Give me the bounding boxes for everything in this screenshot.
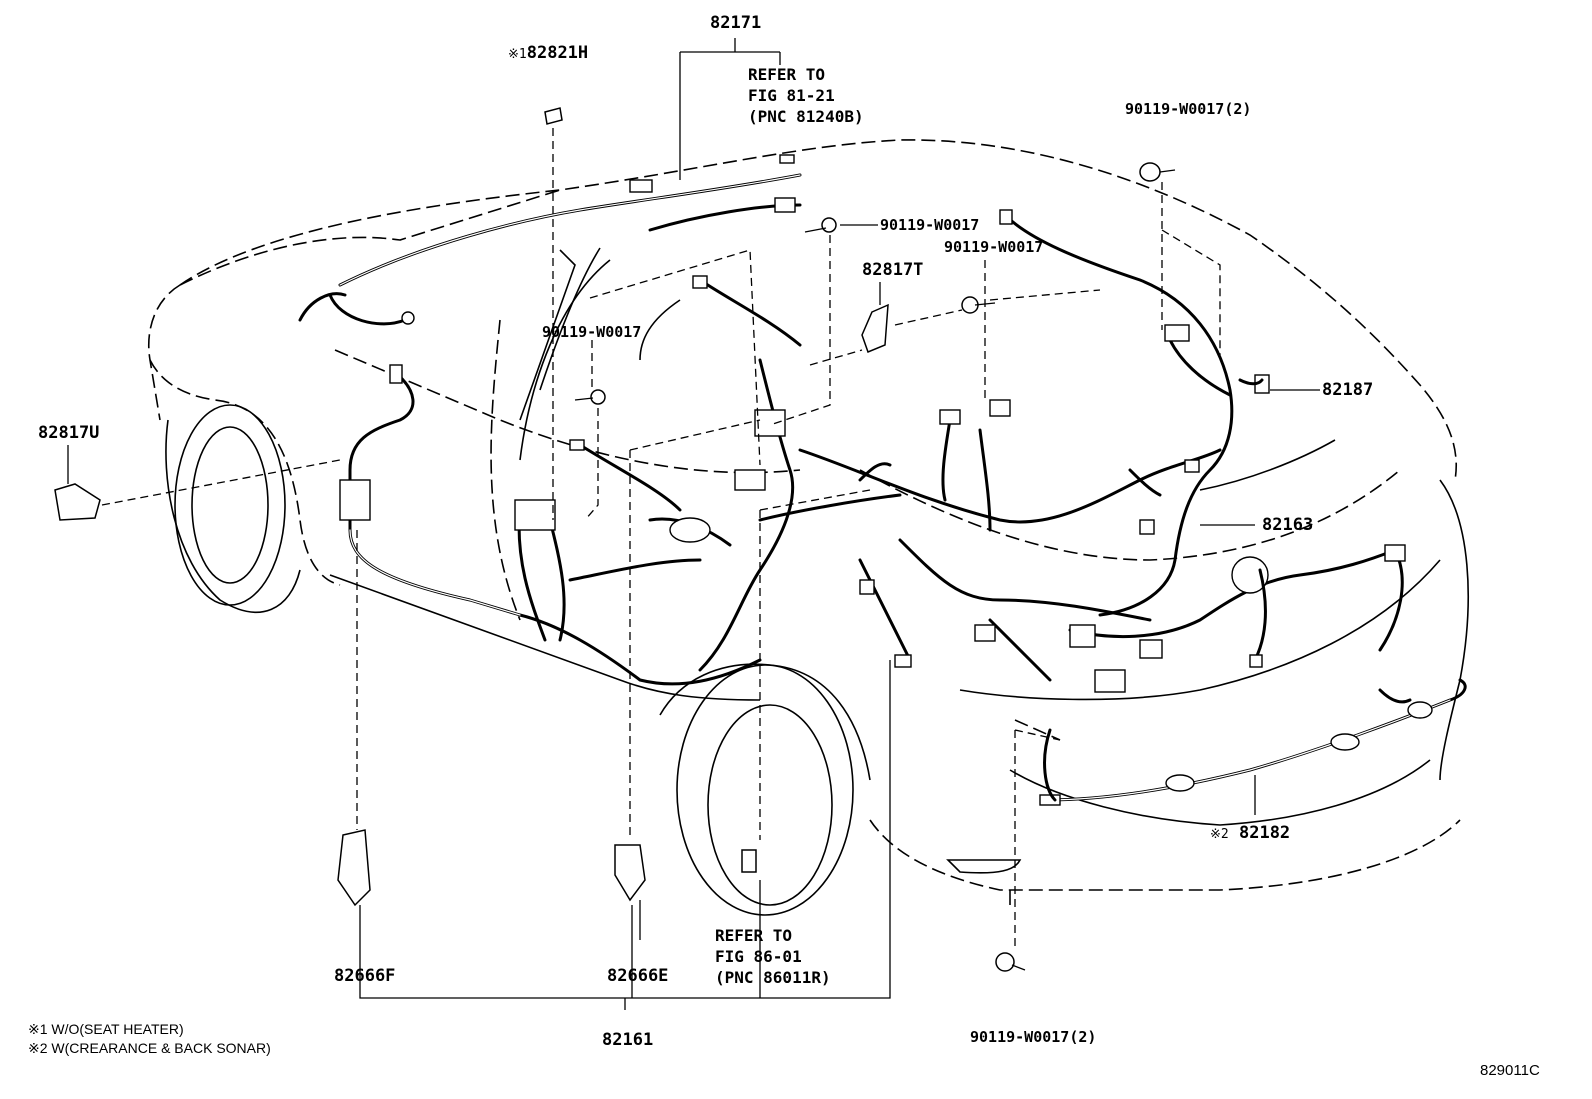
part-label-82171: 82171 bbox=[710, 13, 762, 33]
part-label-90119-w0017-2-bottom: 90119-W0017(2) bbox=[970, 1028, 1097, 1046]
part-number-82821H: 82821H bbox=[526, 43, 589, 63]
part-label-90119-w0017-a: 90119-W0017 bbox=[880, 216, 980, 234]
floor-harness bbox=[298, 275, 902, 686]
refer-to-fig-81-21: REFER TO FIG 81-21 (PNC 81240B) bbox=[748, 65, 864, 126]
part-label-82163: 82163 bbox=[1262, 515, 1314, 535]
part-label-82817U: 82817U bbox=[38, 423, 100, 443]
sonar-harness bbox=[1039, 678, 1467, 806]
roof-harness bbox=[338, 154, 802, 287]
vehicle-body-outline bbox=[148, 139, 1469, 916]
part-label-82182: ※2 82182 bbox=[1210, 825, 1290, 842]
part-label-82666F: 82666F bbox=[334, 966, 396, 986]
footnote-1: ※1 W/O(SEAT HEATER) bbox=[28, 1021, 184, 1037]
part-label-82187: 82187 bbox=[1322, 380, 1374, 400]
figure-id: 829011C bbox=[1480, 1062, 1540, 1079]
part-label-82821H: ※182821H bbox=[508, 45, 588, 62]
footnote-2: ※2 W(CREARANCE & BACK SONAR) bbox=[28, 1040, 271, 1056]
part-label-90119-w0017-c: 90119-W0017 bbox=[542, 323, 642, 341]
refer-to-fig-86-01: REFER TO FIG 86-01 (PNC 86011R) bbox=[715, 926, 831, 987]
part-label-90119-w0017-2-top: 90119-W0017(2) bbox=[1125, 100, 1252, 118]
rear-harness bbox=[798, 209, 1406, 693]
parts bbox=[54, 107, 1176, 972]
note-mark-1: ※1 bbox=[508, 47, 527, 62]
note-mark-2: ※2 bbox=[1210, 827, 1229, 842]
part-label-90119-w0017-b: 90119-W0017 bbox=[944, 238, 1044, 256]
leader-lines bbox=[67, 38, 1320, 1010]
part-label-82161: 82161 bbox=[602, 1030, 654, 1050]
part-label-82666E: 82666E bbox=[607, 966, 669, 986]
part-number-82182: 82182 bbox=[1238, 823, 1291, 843]
part-label-82817T: 82817T bbox=[862, 260, 924, 280]
